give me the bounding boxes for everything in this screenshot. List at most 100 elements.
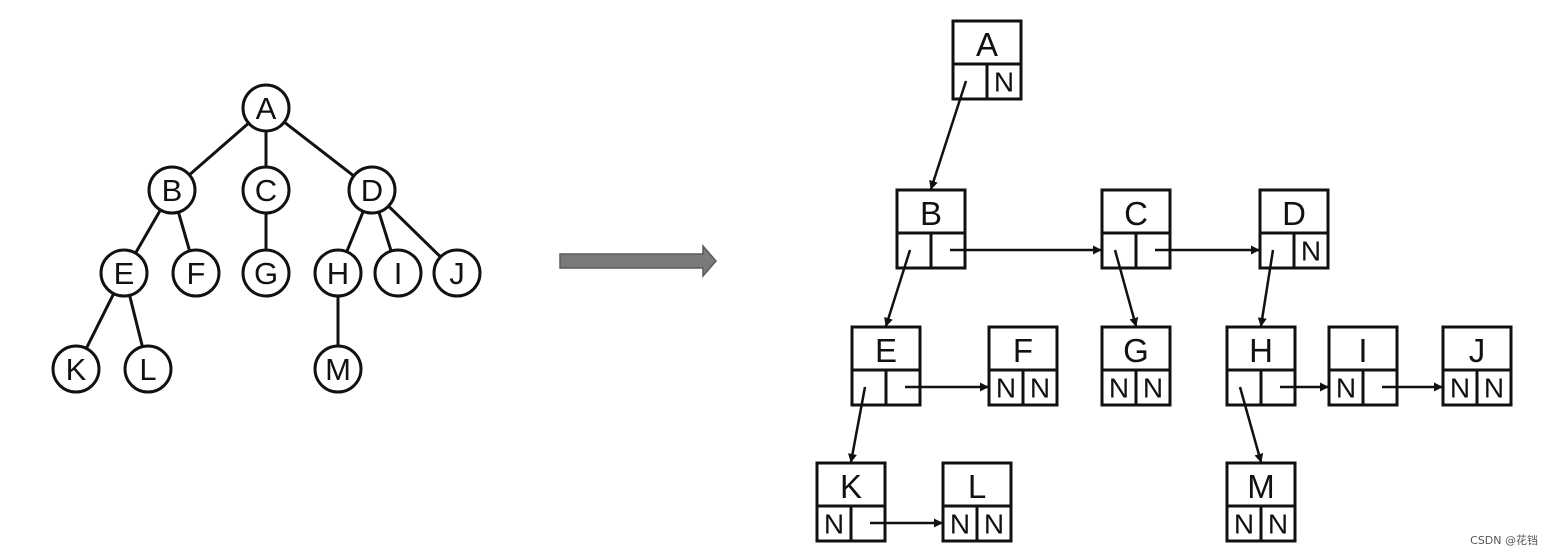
- binary-node-label: E: [875, 332, 897, 369]
- next-sibling-null-marker: N: [1030, 373, 1050, 404]
- first-child-null-marker: N: [1234, 509, 1254, 540]
- tree-node-I: I: [373, 248, 423, 298]
- tree-node-circle: [373, 248, 423, 298]
- tree-node-circle: [241, 83, 291, 133]
- tree-node-label: L: [139, 352, 156, 387]
- right-arrow-icon: [559, 243, 717, 279]
- tree-node-H: H: [313, 248, 363, 298]
- next-sibling-null-marker: N: [1484, 373, 1504, 404]
- binary-node-label: D: [1282, 195, 1306, 232]
- tree-edge-A-B: [188, 121, 250, 177]
- tree-edge-E-K: [84, 292, 116, 350]
- binary-node-C: C: [1100, 188, 1172, 270]
- tree-edges: [84, 120, 442, 350]
- tree-node-label: J: [449, 256, 465, 291]
- tree-node-D: D: [347, 165, 397, 215]
- first-child-link-H-M: [1238, 386, 1264, 463]
- binary-node-label: K: [840, 468, 862, 505]
- tree-node-label: I: [394, 256, 403, 291]
- transform-arrow: [559, 243, 717, 279]
- tree-node-circle: [123, 344, 173, 394]
- tree-node-C: C: [241, 165, 291, 215]
- first-child-link-D-H: [1257, 249, 1275, 327]
- tree-node-label: B: [162, 173, 183, 208]
- first-child-null-marker: N: [1336, 373, 1356, 404]
- binary-node-I: IN: [1327, 325, 1399, 407]
- binary-node-label: M: [1247, 468, 1275, 505]
- binary-node-label: G: [1123, 332, 1149, 369]
- next-sibling-null-marker: N: [1301, 236, 1321, 267]
- tree-node-label: K: [66, 352, 87, 387]
- tree-edge-D-H: [345, 210, 365, 253]
- binary-node-E: E: [850, 325, 922, 407]
- binary-node-label: B: [920, 195, 942, 232]
- general-tree: A B C D E F G H I J K L M: [51, 83, 482, 394]
- tree-edge-A-D: [283, 120, 355, 178]
- tree-node-circle: [147, 165, 197, 215]
- next-sibling-null-marker: N: [1268, 509, 1288, 540]
- first-child-null-marker: N: [996, 373, 1016, 404]
- tree-node-label: G: [254, 256, 278, 291]
- binary-links: [848, 80, 1443, 528]
- first-child-link-B-E: [884, 249, 912, 327]
- tree-node-L: L: [123, 344, 173, 394]
- tree-node-label: A: [256, 91, 277, 126]
- tree-node-A: A: [241, 83, 291, 133]
- binary-node-A: AN: [951, 19, 1023, 101]
- tree-node-label: H: [327, 256, 349, 291]
- tree-node-circle: [313, 344, 363, 394]
- tree-node-circle: [171, 248, 221, 298]
- tree-node-G: G: [241, 248, 291, 298]
- tree-node-B: B: [147, 165, 197, 215]
- first-child-link-C-G: [1113, 249, 1139, 327]
- binary-node-label: J: [1469, 332, 1486, 369]
- binary-node-label: C: [1124, 195, 1148, 232]
- next-sibling-null-marker: N: [994, 67, 1014, 98]
- first-child-null-marker: N: [1450, 373, 1470, 404]
- next-sibling-null-marker: N: [984, 509, 1004, 540]
- tree-node-circle: [347, 165, 397, 215]
- binary-node-label: A: [976, 26, 998, 63]
- tree-node-circle: [241, 165, 291, 215]
- tree-node-label: F: [187, 256, 206, 291]
- tree-edge-D-J: [387, 204, 442, 259]
- binary-node-H: H: [1225, 325, 1297, 407]
- tree-node-circle: [51, 344, 101, 394]
- tree-node-label: M: [325, 352, 351, 387]
- watermark: CSDN @花铛: [1470, 534, 1538, 547]
- next-sibling-null-marker: N: [1143, 373, 1163, 404]
- first-child-null-marker: N: [824, 509, 844, 540]
- tree-node-K: K: [51, 344, 101, 394]
- first-child-link-E-K: [848, 386, 867, 463]
- binary-node-label: F: [1013, 332, 1033, 369]
- binary-node-label: H: [1249, 332, 1273, 369]
- tree-node-F: F: [171, 248, 221, 298]
- tree-node-circle: [313, 248, 363, 298]
- tree-node-circle: [432, 248, 482, 298]
- binary-node-K: KN: [815, 461, 887, 543]
- tree-node-M: M: [313, 344, 363, 394]
- first-child-null-marker: N: [950, 509, 970, 540]
- tree-node-circle: [241, 248, 291, 298]
- binary-node-label: I: [1358, 332, 1367, 369]
- tree-node-J: J: [432, 248, 482, 298]
- tree-node-label: E: [114, 256, 135, 291]
- tree-node-label: C: [255, 173, 277, 208]
- first-child-null-marker: N: [1109, 373, 1129, 404]
- tree-edge-B-E: [134, 209, 162, 254]
- first-child-link-A-B: [929, 80, 968, 190]
- binary-node-D: DN: [1258, 188, 1330, 270]
- tree-node-label: D: [361, 173, 383, 208]
- tree-edge-B-F: [176, 211, 192, 252]
- tree-node-E: E: [99, 248, 149, 298]
- binary-node-label: L: [968, 468, 986, 505]
- tree-node-circle: [99, 248, 149, 298]
- tree-edge-E-L: [128, 294, 144, 348]
